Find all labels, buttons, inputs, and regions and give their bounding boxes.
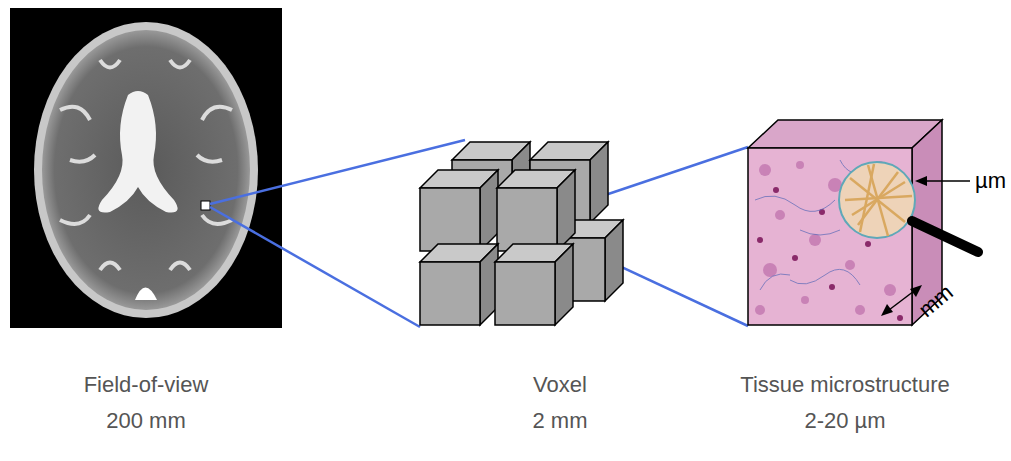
caption-title: Field-of-view (84, 372, 209, 398)
caption-size: 2 mm (533, 408, 588, 434)
tissue-cube (748, 120, 978, 325)
caption-size: 2-20 µm (804, 408, 885, 434)
caption-title: Voxel (533, 372, 587, 398)
caption-title: Tissue microstructure (740, 372, 949, 398)
mri-slice (10, 8, 282, 328)
voxel-cubes (420, 142, 623, 325)
caption-size: 200 mm (106, 408, 185, 434)
dimension-label: µm (975, 168, 1006, 194)
zoom-lines (210, 140, 748, 327)
